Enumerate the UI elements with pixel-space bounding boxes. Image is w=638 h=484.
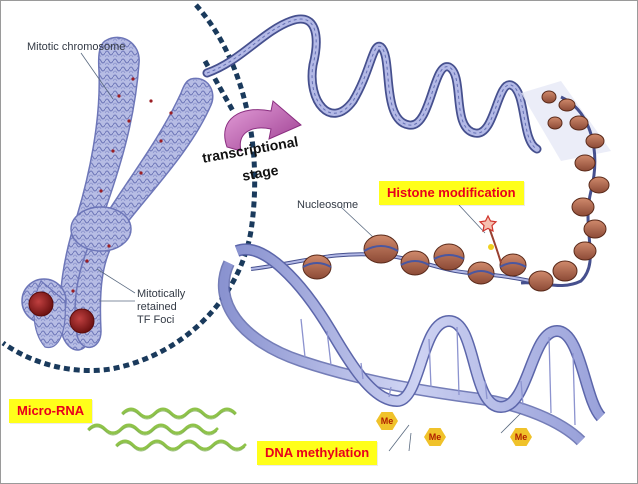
mirna-strand [121, 407, 237, 419]
nucleosome [571, 197, 595, 217]
nucleosome [588, 176, 610, 194]
dna-helix [217, 243, 606, 446]
micro-rna-highlight: Micro-RNA [9, 399, 93, 423]
mitotic-chromosome-label: Mitotic chromosome [27, 41, 126, 53]
methyl-tag-text: Me [380, 416, 394, 426]
chromatin-fiber [202, 14, 542, 154]
methyl-tag-text: Me [428, 432, 442, 442]
nucleus-boundary [1, 3, 258, 374]
nucleosomes [302, 90, 610, 292]
nucleosome [400, 250, 430, 276]
modification-star-icon [478, 214, 498, 233]
nucleosome [528, 270, 554, 292]
nucleosome-label: Nucleosome [297, 199, 359, 211]
methyl-tag: Me [510, 428, 532, 446]
tf-foci [28, 291, 95, 334]
histone-modification-highlight: Histone modification [379, 181, 524, 205]
methyl-tag: Me [424, 428, 446, 446]
nucleosome [583, 219, 607, 239]
nucleosome [499, 253, 527, 277]
nucleosome [552, 260, 578, 282]
nucleosome [574, 154, 596, 172]
nucleosome [585, 133, 605, 149]
nucleosome [569, 115, 589, 131]
nucleosome [433, 243, 465, 271]
methyl-tag: Me [376, 412, 398, 430]
transcription-arrow [224, 100, 302, 152]
nucleosome [541, 90, 557, 104]
modification-dot-icon [488, 244, 494, 250]
micro-rna-strands [87, 407, 247, 451]
nucleosome [573, 241, 597, 261]
tf-foci-label-line3: TF Foci [137, 314, 175, 326]
nucleosome [363, 234, 399, 264]
nucleosome [558, 98, 576, 112]
dna-methylation-highlight: DNA methylation [257, 441, 378, 465]
tf-foci-label-line1: Mitotically [137, 288, 186, 300]
tf-foci-label-line2: retained [137, 301, 177, 313]
mirna-strand [115, 439, 247, 451]
leader-lines [80, 52, 522, 452]
nucleosome [467, 261, 495, 285]
histone-tail [478, 214, 502, 264]
mitotic-chromosome-shape [21, 36, 214, 351]
nucleosome [547, 116, 563, 130]
methyl-tag-text: Me [514, 432, 528, 442]
nucleosome [302, 254, 332, 280]
mirna-strand [87, 423, 219, 435]
